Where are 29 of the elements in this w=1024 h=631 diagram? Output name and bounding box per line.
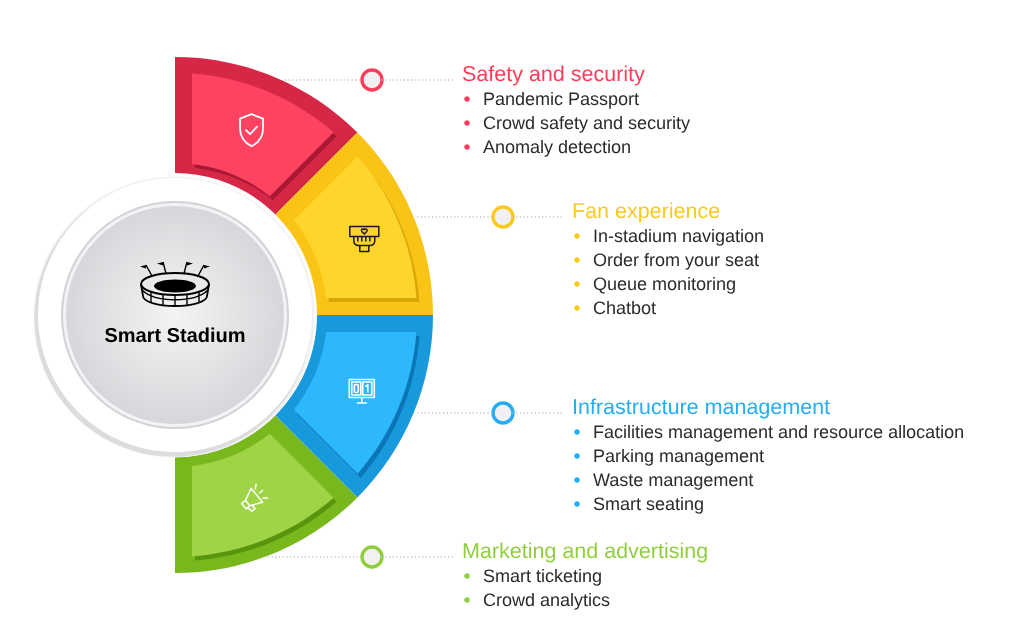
list-item: Anomaly detection (483, 139, 630, 157)
list-item: Crowd safety and security (483, 115, 691, 133)
list-item: Smart ticketing (483, 568, 601, 586)
heading: Infrastructure management (574, 398, 830, 419)
list-item: Queue monitoring (593, 276, 735, 294)
list-item: Facilities management and resource allocation (594, 424, 963, 442)
ring-marker (360, 545, 384, 569)
list-item: Waste management (593, 473, 754, 490)
dotted-connector (512, 412, 565, 414)
list-item: Pandemic Passport (484, 91, 639, 109)
list-item: In-stadium navigation (594, 228, 763, 246)
list-item: Smart seating (593, 496, 703, 514)
heading: Fan experience (573, 202, 720, 223)
list-item: Order from your seat (593, 252, 759, 270)
ring-marker (491, 401, 515, 425)
ring-marker (360, 68, 384, 92)
dotted-connector (417, 412, 494, 414)
dotted-connector (381, 79, 455, 81)
dotted-connector (267, 556, 363, 558)
list-item: Crowd analytics (483, 592, 610, 610)
dotted-connector (417, 216, 494, 218)
ring-marker (491, 205, 515, 229)
list-item: Chatbot (593, 300, 656, 315)
heading: Safety and security (463, 65, 645, 86)
dotted-connector (284, 79, 363, 81)
dotted-connector (512, 216, 565, 218)
dotted-connector (381, 556, 455, 558)
list-item: Parking management (594, 448, 764, 466)
heading: Marketing and advertising (463, 542, 707, 563)
